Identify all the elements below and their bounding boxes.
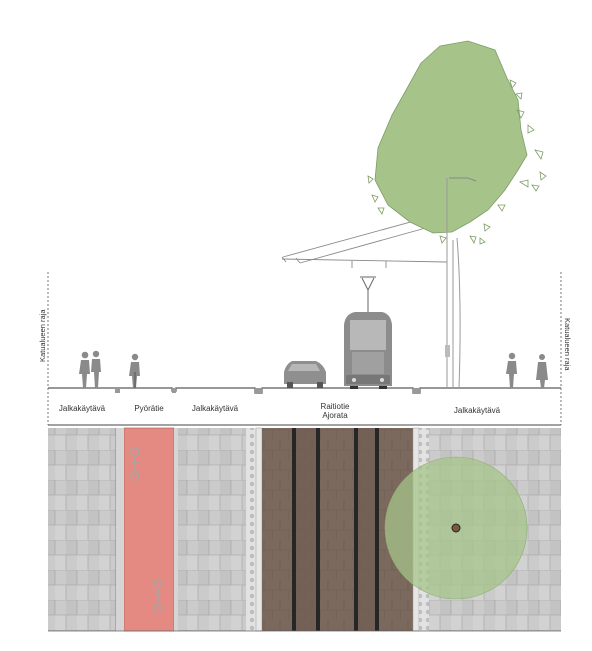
tram-rail — [316, 428, 320, 631]
tram-rail — [292, 428, 296, 631]
street-lamp — [449, 177, 477, 182]
tram-rail — [354, 428, 358, 631]
cyclist-figure — [129, 353, 140, 388]
label-sidewalk-left: Jalkakäytävä — [58, 404, 106, 413]
tram-figure — [344, 276, 392, 389]
section-elevation — [47, 40, 562, 425]
plan-curb-strip — [116, 428, 124, 631]
curb — [172, 388, 176, 393]
label-roadway: Ajorata — [322, 411, 348, 420]
curb — [413, 388, 420, 393]
label-sidewalk-right: Jalkakäytävä — [453, 406, 501, 415]
plan-sidewalk-mid — [178, 428, 246, 631]
lamp-bracket — [445, 345, 450, 357]
street-plan — [48, 427, 561, 632]
label-bike-path: Pyörätie — [134, 404, 164, 413]
tree-canopy — [367, 40, 547, 245]
car-figure — [284, 361, 326, 388]
label-boundary-right: Katualueen raja — [563, 318, 572, 371]
tree-trunk-plan — [451, 523, 461, 533]
plan-curb-strip — [174, 428, 178, 631]
plan-cobble-strip — [246, 428, 256, 631]
tram-rail — [375, 428, 379, 631]
label-sidewalk-mid: Jalkakäytävä — [191, 404, 239, 413]
curb — [115, 388, 120, 393]
label-tram-line: Raitiotie — [320, 402, 350, 411]
curb — [255, 388, 262, 393]
plan-edge-strip — [255, 427, 263, 632]
pedestrian-figure — [79, 350, 101, 388]
ground-line — [48, 387, 561, 394]
bicycle-marking-icon — [130, 447, 140, 481]
plan-sidewalk-left — [48, 428, 116, 631]
tram-track-band — [296, 428, 316, 631]
pedestrian-figure — [506, 352, 548, 388]
tram-track-band — [358, 428, 375, 631]
label-boundary-left: Katualueen raja — [38, 309, 47, 362]
bicycle-marking-icon — [153, 579, 163, 613]
plan-bike-path — [123, 427, 175, 632]
